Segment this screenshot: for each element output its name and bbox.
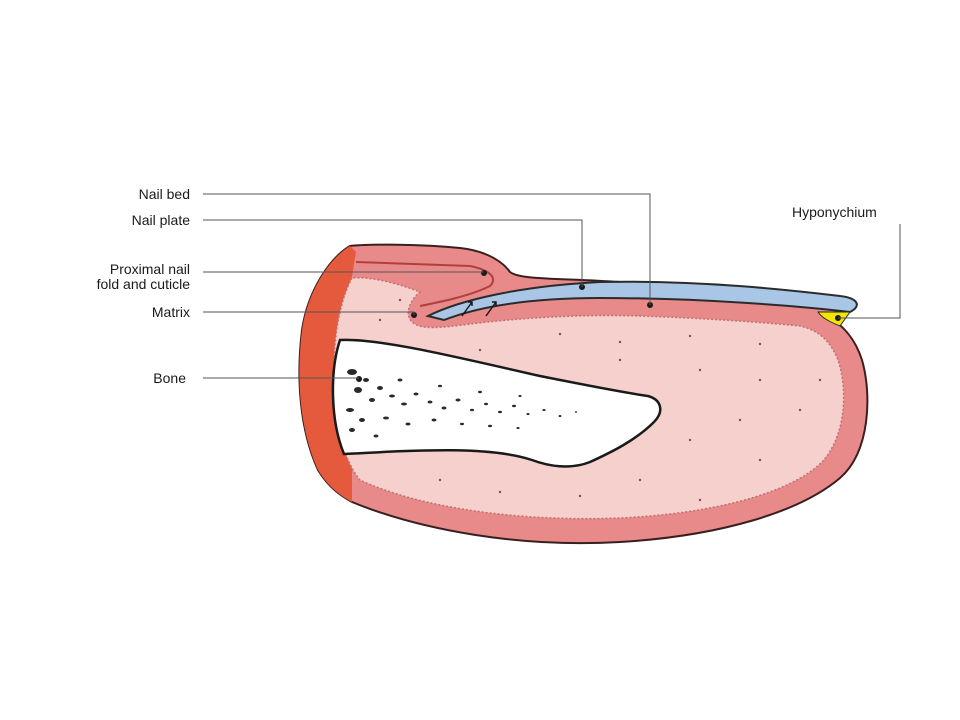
label-proximal-nail-fold-line1: Proximal nail xyxy=(109,261,190,277)
label-proximal-nail-fold-line2: fold and cuticle xyxy=(96,276,190,292)
leader-hyponychium xyxy=(838,224,901,319)
bone-trabeculae xyxy=(346,369,578,438)
label-nail-bed: Nail bed xyxy=(138,186,190,202)
proximal-nail-fold xyxy=(355,261,495,307)
hyponychium-region xyxy=(817,311,851,327)
nail-plate xyxy=(425,280,858,322)
growth-arrows xyxy=(461,301,497,317)
leader-matrix xyxy=(203,311,415,315)
pulp-dots xyxy=(378,298,822,502)
bone xyxy=(331,338,662,468)
anchor-dots xyxy=(356,270,841,382)
label-bone: Bone xyxy=(153,370,186,386)
leader-lines xyxy=(203,193,901,379)
leader-nail-bed xyxy=(203,193,651,305)
label-matrix: Matrix xyxy=(151,304,190,320)
leader-nail-plate xyxy=(203,219,583,287)
label-hyponychium: Hyponychium xyxy=(792,204,877,220)
label-nail-plate: Nail plate xyxy=(131,212,190,228)
